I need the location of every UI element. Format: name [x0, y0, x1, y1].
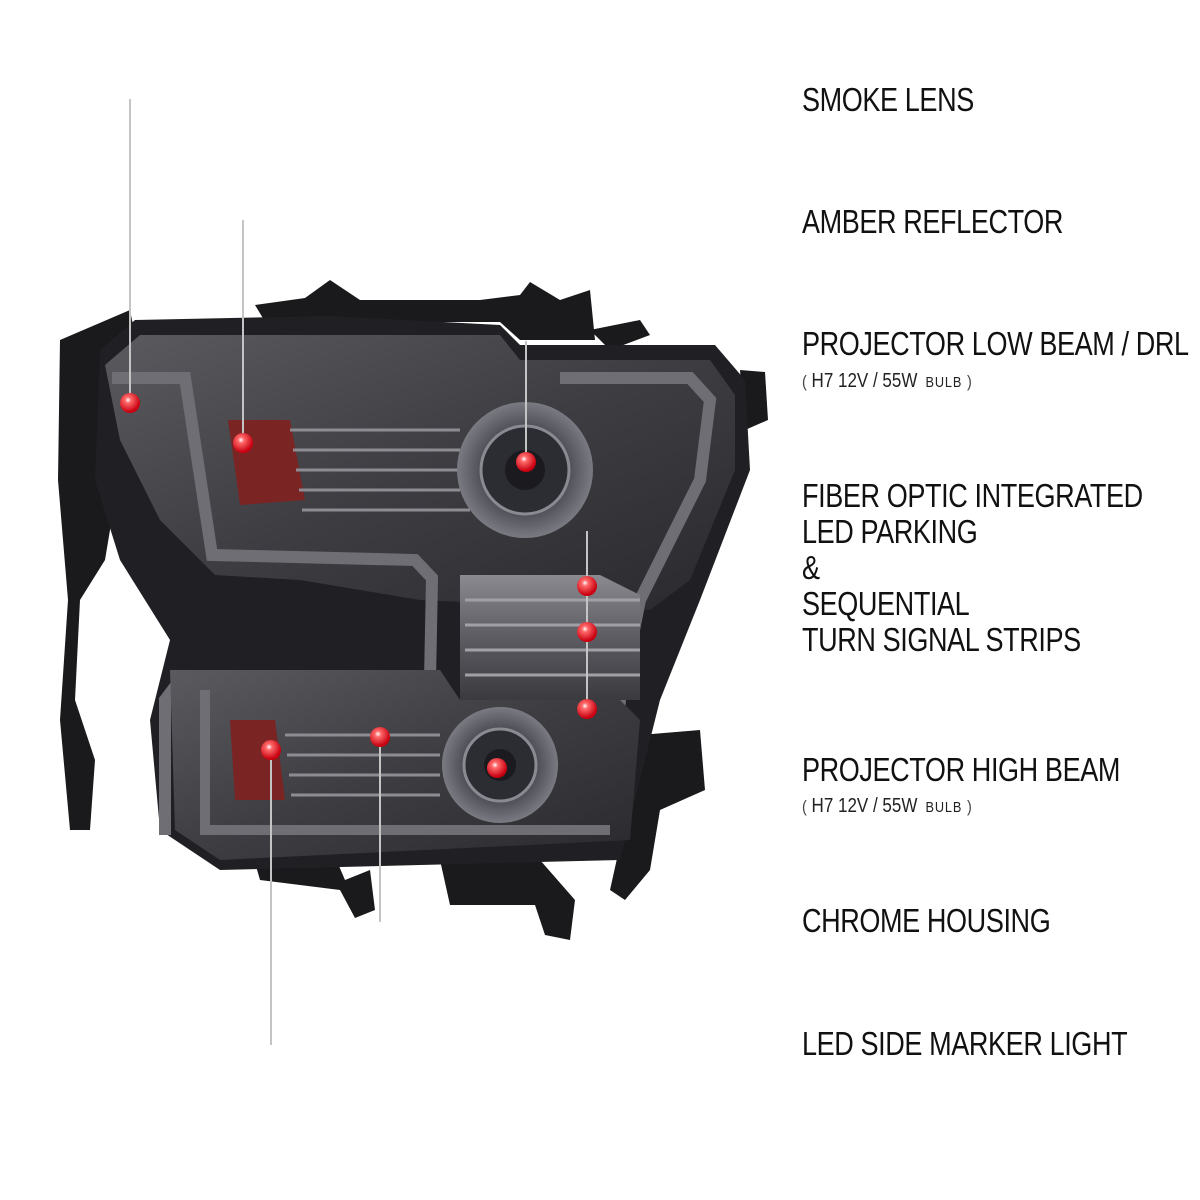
- callout-fiber-optic: FIBER OPTIC INTEGRATED LED PARKING & SEQ…: [802, 478, 1143, 658]
- callout-text: CHROME HOUSING: [802, 902, 1051, 939]
- callout-chrome-housing: CHROME HOUSING: [802, 902, 1051, 939]
- callout-amber-reflector: AMBER REFLECTOR: [802, 204, 1063, 240]
- callout-smoke-lens: SMOKE LENS: [802, 82, 974, 118]
- turn-signal-fins: [465, 598, 640, 677]
- callout-text: &: [802, 549, 820, 586]
- callout-text: PROJECTOR HIGH BEAM: [802, 751, 1120, 788]
- spec-unit: BULB: [925, 799, 963, 816]
- leader-smoke-lens: [129, 98, 787, 403]
- spec-open-paren: (: [802, 372, 807, 391]
- leader-projector-low-beam: [525, 340, 787, 462]
- chrome-fins-upper: [290, 428, 470, 512]
- marker-chrome-housing: [370, 727, 390, 747]
- spec-value: H7 12V / 55W: [811, 370, 918, 392]
- callout-led-side-marker: LED SIDE MARKER LIGHT: [802, 1025, 1128, 1062]
- callout-text: FIBER OPTIC INTEGRATED: [802, 477, 1143, 514]
- callout-projector-low-beam-spec: ( H7 12V / 55W BULB ): [802, 370, 972, 394]
- leader-amber-reflector: [242, 219, 787, 443]
- turn-signal-block: [460, 575, 640, 700]
- fiber-optic-bar-lower: [200, 690, 610, 835]
- marker-dots: [120, 393, 597, 778]
- marker-projector-high-beam: [487, 758, 507, 778]
- callout-text: AMBER REFLECTOR: [802, 203, 1063, 240]
- marker-fiber-optic-3: [577, 699, 597, 719]
- smoke-lens-shape: [105, 335, 735, 610]
- marker-amber-reflector: [233, 433, 253, 453]
- callout-text: SMOKE LENS: [802, 81, 974, 118]
- leader-chrome-housing: [379, 737, 787, 923]
- headlight-illustration: [58, 280, 768, 940]
- callout-text: PROJECTOR LOW BEAM / DRL: [802, 325, 1189, 362]
- spec-unit: BULB: [925, 374, 963, 391]
- leader-led-side-marker: [270, 750, 787, 1046]
- spec-close-paren: ): [966, 372, 972, 391]
- spec-close-paren: ): [966, 797, 972, 816]
- callout-projector-high-beam-spec: ( H7 12V / 55W BULB ): [802, 795, 972, 819]
- marker-fiber-optic-1: [577, 576, 597, 596]
- spec-value: H7 12V / 55W: [811, 795, 918, 817]
- leader-lines: [129, 98, 787, 1046]
- marker-fiber-optic-2: [577, 622, 597, 642]
- marker-smoke-lens: [120, 393, 140, 413]
- marker-projector-low-beam: [516, 452, 536, 472]
- marker-led-side-marker: [261, 740, 281, 760]
- callout-text: TURN SIGNAL STRIPS: [802, 621, 1081, 658]
- callout-projector-high-beam: PROJECTOR HIGH BEAM: [802, 752, 1120, 788]
- spec-open-paren: (: [802, 797, 807, 816]
- callout-text: SEQUENTIAL: [802, 585, 970, 622]
- callout-text: LED SIDE MARKER LIGHT: [802, 1025, 1128, 1062]
- chrome-fins-lower: [285, 733, 440, 797]
- callout-projector-low-beam: PROJECTOR LOW BEAM / DRL: [802, 326, 1189, 362]
- callout-text: LED PARKING: [802, 513, 978, 550]
- fiber-optic-bar-upper: [112, 372, 439, 835]
